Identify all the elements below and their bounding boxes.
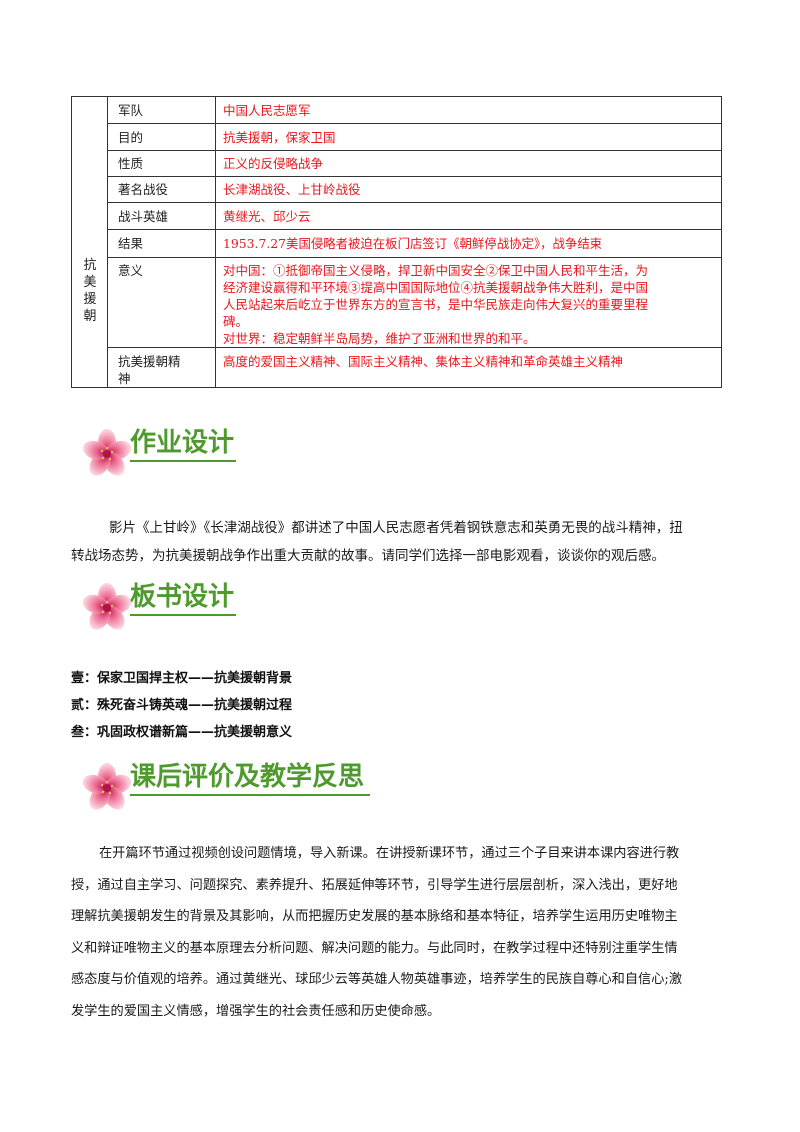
table-row-label: 结果	[118, 236, 144, 251]
board-line: 壹：保家卫国捍主权——抗美援朝背景	[71, 671, 293, 686]
table-row-label: 性质	[118, 156, 144, 171]
table-row-divider	[108, 123, 721, 124]
table-row-label: 意义	[118, 263, 144, 278]
table-row-label: 著名战役	[118, 182, 169, 197]
table-row-divider	[108, 229, 721, 230]
table-row-label: 抗美援朝精 神	[118, 354, 181, 386]
table-row-value-multiline: 对中国：①抵御帝国主义侵略，捍卫新中国安全②保卫中国人民和平生活，为 经济建设赢…	[223, 263, 649, 346]
cherry-blossom-icon	[80, 429, 134, 480]
section-title: 作业设计	[130, 428, 235, 458]
table-row-value: 抗美援朝，保家卫国	[223, 130, 336, 145]
table-row-value: 黄继光、邱少云	[223, 209, 311, 224]
table-row-value: 高度的爱国主义精神、国际主义精神、集体主义精神和革命英雄主义精神	[223, 354, 624, 369]
cherry-blossom-icon	[80, 763, 134, 814]
table-row-value: 长津湖战役、上甘岭战役	[223, 182, 361, 197]
reflection-paragraph: 在开篇环节通过视频创设问题情境，导入新课。在讲授新课环节，通过三个子目来讲本课内…	[71, 846, 683, 1019]
section-title-underline	[130, 794, 370, 796]
table-row-divider	[108, 150, 721, 151]
section-title: 课后评价及教学反思	[130, 762, 365, 792]
table-row-divider	[108, 176, 721, 177]
table-row-divider	[108, 202, 721, 203]
table-row-value: 正义的反侵略战争	[223, 156, 324, 171]
table-row-label: 军队	[118, 103, 144, 118]
table-group-label: 抗 美 援 朝	[83, 258, 97, 324]
table-group-column: 抗 美 援 朝	[72, 97, 108, 387]
section-title-underline	[130, 614, 236, 616]
homework-paragraph: 影片《上甘岭》《长津湖战役》都讲述了中国人民志愿者凭着钢铁意志和英勇无畏的战斗精…	[71, 520, 683, 564]
cherry-blossom-icon	[80, 583, 134, 634]
table-row-value: 1953.7.27美国侵略者被迫在板门店签订《朝鲜停战协定》，战争结束	[223, 236, 603, 251]
board-line: 贰：殊死奋斗铸英魂——抗美援朝过程	[71, 698, 293, 713]
table-row-value: 中国人民志愿军	[223, 103, 311, 118]
table-row-label: 战斗英雄	[118, 209, 169, 224]
history-table: 抗 美 援 朝 军队 中国人民志愿军 目的 抗美援朝，保家卫国 性质 正义的反侵…	[71, 96, 722, 388]
table-row-divider	[108, 257, 721, 258]
section-title-underline	[130, 460, 236, 462]
board-line: 叁：巩固政权谱新篇——抗美援朝意义	[71, 725, 293, 740]
table-row-label: 目的	[118, 130, 144, 145]
table-column-divider	[215, 97, 216, 387]
table-row-divider	[108, 347, 721, 348]
section-title: 板书设计	[130, 582, 235, 612]
